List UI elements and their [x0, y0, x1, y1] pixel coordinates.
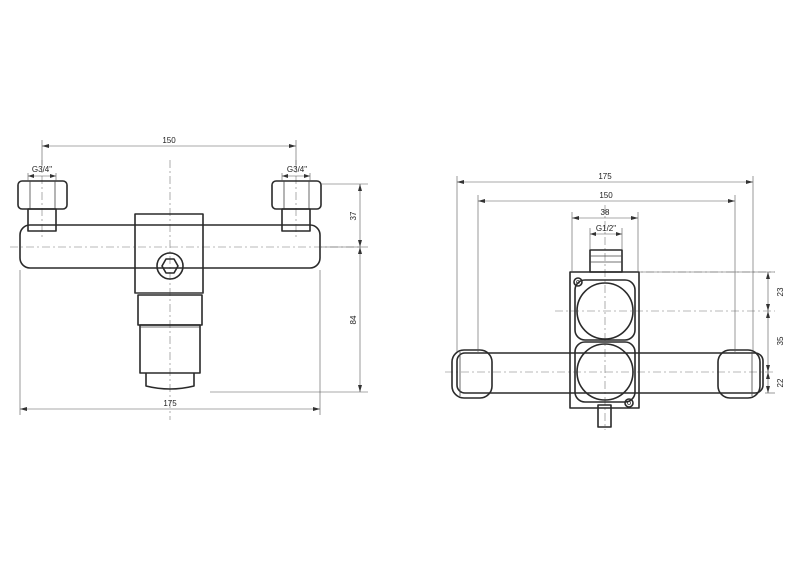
dim-label-38: 38 — [601, 208, 610, 217]
dim-label-150-side: 150 — [599, 191, 613, 200]
dim-vertical-side — [639, 271, 775, 394]
side-view: 175 150 38 G1/2" — [445, 172, 785, 430]
front-pipe-body — [19, 224, 321, 269]
hex-plug-icon — [156, 252, 184, 280]
dim-label-175-side: 175 — [598, 172, 612, 181]
lower-handle-disc — [574, 341, 636, 403]
dim-label-35: 35 — [776, 336, 785, 345]
dim-label-37: 37 — [349, 211, 358, 220]
dim-175-side — [456, 176, 754, 352]
dim-label-150-front: 150 — [162, 136, 176, 145]
side-valve-block — [569, 271, 640, 409]
dim-label-84: 84 — [349, 315, 358, 324]
front-lower-cartridge — [137, 294, 203, 390]
dim-vertical-front — [210, 183, 368, 393]
upper-handle-disc — [574, 279, 636, 341]
side-pipe-body — [456, 352, 764, 394]
dim-175-front — [19, 270, 321, 415]
right-inlet-nut — [271, 180, 322, 232]
dim-38 — [571, 212, 639, 272]
dim-label-g34-left: G3/4" — [32, 165, 52, 174]
dim-g34-right — [281, 173, 311, 181]
dim-label-175-front: 175 — [163, 399, 177, 408]
dim-g34-left — [27, 173, 57, 181]
dim-label-22: 22 — [776, 378, 785, 387]
side-left-end-cap — [451, 349, 493, 399]
dim-150-front — [41, 140, 297, 165]
dim-label-g12: G1/2" — [596, 224, 616, 233]
left-inlet-nut — [17, 180, 68, 232]
side-outlet-spout — [597, 404, 612, 428]
front-view: 150 G3/4" G3/4" — [10, 136, 368, 420]
dim-label-g34-right: G3/4" — [287, 165, 307, 174]
dim-150-side — [477, 195, 736, 352]
dim-g12 — [589, 228, 623, 250]
side-top-connector — [589, 249, 623, 273]
dim-label-23: 23 — [776, 287, 785, 296]
side-right-end-cap — [717, 349, 761, 399]
